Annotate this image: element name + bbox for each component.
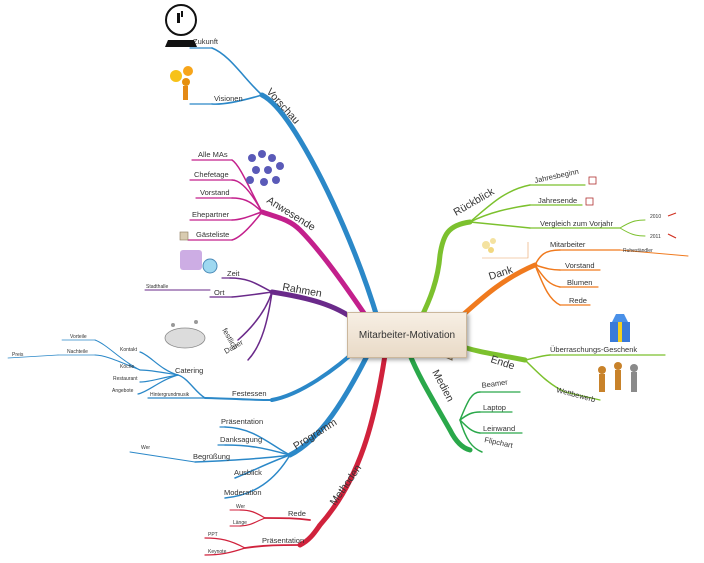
rueckblick-2010[interactable]: 2010 (650, 214, 661, 220)
medien-laptop[interactable]: Laptop (483, 403, 506, 412)
people-group-icon (246, 150, 284, 186)
festessen-koeche[interactable]: Köche (120, 364, 134, 370)
programm-wer[interactable]: Wer (141, 445, 150, 451)
rueckblick-2011[interactable]: 2011 (650, 234, 661, 240)
anwesende-ehepartner[interactable]: Ehepartner (192, 210, 230, 219)
festessen-kontakt[interactable]: Kontakt (120, 347, 138, 353)
festessen-vorteile[interactable]: Vorteile (70, 334, 87, 340)
rueckblick-jahresende[interactable]: Jahresende (538, 196, 577, 205)
anwesende-chefetage[interactable]: Chefetage (194, 170, 229, 179)
gift-box-icon (610, 314, 630, 342)
branch-vorschau[interactable] (189, 47, 381, 323)
calendar-clock-icon (180, 250, 218, 274)
festessen-hintergrundmusik[interactable]: Hintergrundmusik (150, 392, 190, 398)
methoden-praesentation[interactable]: Präsentation (262, 536, 304, 545)
table-setting-icon (164, 320, 206, 349)
branch-methoden[interactable] (204, 352, 388, 556)
branch-rueckblick[interactable] (417, 184, 646, 323)
calendar-icon (585, 176, 597, 206)
medien-beamer[interactable]: Beamer (481, 377, 509, 390)
methoden-ppt[interactable]: PPT (208, 532, 218, 538)
branch-programm[interactable] (129, 347, 373, 499)
rahmen-ort[interactable]: Ort (214, 288, 225, 297)
anwesende-vorstand[interactable]: Vorstand (200, 188, 230, 197)
crystal-ball-icon (165, 4, 197, 47)
guest-list-icon (179, 231, 189, 241)
festessen-angebote[interactable]: Angebote (112, 388, 134, 394)
ende-geschenk[interactable]: Überraschungs-Geschenk (550, 345, 637, 354)
dank-ruhestaendler[interactable]: Ruheständler (623, 248, 653, 254)
branch-festessen-label[interactable]: Festessen (232, 389, 267, 398)
medien-flipchart[interactable]: Flipchart (484, 435, 515, 450)
programm-praesentation[interactable]: Präsentation (221, 417, 263, 426)
trend-arrow-icon (667, 212, 677, 239)
festessen-preis[interactable]: Preis (12, 352, 24, 358)
branch-dank[interactable] (452, 249, 689, 325)
rueckblick-vergleich[interactable]: Vergleich zum Vorjahr (540, 219, 613, 228)
central-topic-title: Mitarbeiter-Motivation (358, 329, 456, 341)
programm-danksagung[interactable]: Danksagung (220, 435, 262, 444)
methoden-laenge[interactable]: Länge (233, 520, 247, 526)
flowers-icon (482, 238, 529, 259)
anwesende-gaesteliste[interactable]: Gästeliste (196, 230, 229, 239)
programm-begruessung[interactable]: Begrüßung (193, 452, 230, 461)
festessen-nachteile[interactable]: Nachteile (67, 349, 88, 355)
vision-figure-icon (170, 66, 193, 100)
programm-ausblick[interactable]: Ausblick (234, 468, 262, 477)
methoden-rede[interactable]: Rede (288, 509, 306, 518)
festessen-catering[interactable]: Catering (175, 366, 203, 375)
methoden-keynote[interactable]: Keynote (208, 549, 227, 555)
programm-moderation[interactable]: Moderation (224, 488, 262, 497)
dank-rede[interactable]: Rede (569, 296, 587, 305)
vorschau-zukunft[interactable]: Zukunft (193, 37, 219, 46)
vorschau-visionen[interactable]: Visionen (214, 94, 243, 103)
ende-wettbewerb[interactable]: Wettbewerb (555, 385, 596, 404)
branch-vorschau-label[interactable]: Vorschau (264, 86, 302, 127)
dank-vorstand[interactable]: Vorstand (565, 261, 595, 270)
branch-medien[interactable] (407, 352, 523, 453)
dank-blumen[interactable]: Blumen (567, 278, 592, 287)
dank-mitarbeiter[interactable]: Mitarbeiter (550, 240, 586, 249)
winners-figures-icon (598, 362, 638, 392)
branch-programm-label[interactable]: Programm (291, 416, 339, 452)
rahmen-zeit[interactable]: Zeit (227, 269, 240, 278)
rahmen-stadthalle[interactable]: Stadthalle (146, 284, 168, 290)
anwesende-alle[interactable]: Alle MAs (198, 150, 228, 159)
branch-rahmen[interactable] (144, 277, 358, 361)
rueckblick-jahresbeginn[interactable]: Jahresbeginn (534, 167, 580, 185)
branch-methoden-label[interactable]: Methoden (328, 462, 365, 507)
methoden-wer[interactable]: Wer (236, 504, 245, 510)
medien-leinwand[interactable]: Leinwand (483, 424, 515, 433)
central-topic[interactable]: Mitarbeiter-Motivation (347, 312, 467, 358)
branch-anwesende[interactable] (187, 159, 375, 328)
festessen-restaurant[interactable]: Restaurant (113, 376, 138, 382)
